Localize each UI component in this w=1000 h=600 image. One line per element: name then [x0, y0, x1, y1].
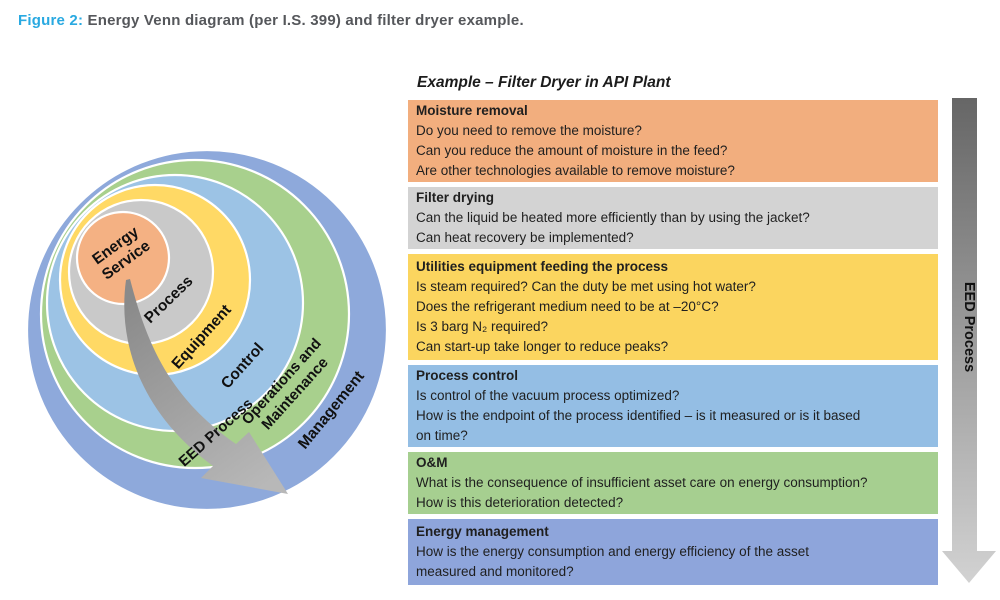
box-line: Can you reduce the amount of moisture in… — [416, 143, 728, 158]
example-question-boxes: Moisture removal Do you need to remove t… — [408, 100, 938, 590]
box-line: measured and monitored? — [416, 564, 574, 579]
box-line: Is steam required? Can the duty be met u… — [416, 279, 756, 294]
eed-process-arrow-shaft — [952, 98, 977, 553]
box-line: Do you need to remove the moisture? — [416, 123, 642, 138]
box-heading: Moisture removal — [416, 103, 528, 118]
box-line: How is this deterioration detected? — [416, 495, 624, 510]
box-filter-drying: Filter drying Can the liquid be heated m… — [408, 187, 938, 249]
energy-venn-diagram: Energy Service Process Equipment Control… — [25, 148, 389, 512]
box-heading: O&M — [416, 455, 448, 470]
box-line: How is the energy consumption and energy… — [416, 544, 809, 559]
eed-process-arrow-label: EED Process — [961, 282, 977, 372]
box-line: Can the liquid be heated more efficientl… — [416, 210, 810, 225]
box-line: Does the refrigerant medium need to be a… — [416, 299, 719, 314]
example-title: Example – Filter Dryer in API Plant — [417, 74, 671, 91]
eed-process-arrow: EED Process — [942, 98, 996, 583]
box-process-control: Process control Is control of the vacuum… — [408, 365, 938, 447]
box-moisture-removal: Moisture removal Do you need to remove t… — [408, 100, 938, 182]
box-energy-management: Energy management How is the energy cons… — [408, 519, 938, 585]
venn-circle-energy-service — [75, 210, 171, 306]
box-line: Can heat recovery be implemented? — [416, 230, 634, 245]
figure-caption-text: Energy Venn diagram (per I.S. 399) and f… — [83, 12, 524, 29]
box-line: Is control of the vacuum process optimiz… — [416, 388, 680, 403]
box-utilities-equipment: Utilities equipment feeding the process … — [408, 254, 938, 360]
box-o-and-m: O&M What is the consequence of insuffici… — [408, 452, 938, 514]
figure-caption: Figure 2: Energy Venn diagram (per I.S. … — [18, 12, 524, 29]
box-heading: Filter drying — [416, 190, 495, 205]
box-line: Are other technologies available to remo… — [416, 163, 735, 178]
box-heading: Utilities equipment feeding the process — [416, 259, 669, 274]
box-line: How is the endpoint of the process ident… — [416, 408, 861, 423]
box-line: What is the consequence of insufficient … — [416, 475, 868, 490]
box-line: on time? — [416, 428, 468, 443]
box-line: Can start-up take longer to reduce peaks… — [416, 339, 669, 354]
box-heading: Energy management — [416, 524, 549, 539]
box-line: Is 3 barg N₂ required? — [416, 319, 549, 334]
eed-process-arrow-head — [942, 551, 996, 583]
venn-eed-curved-arrow — [124, 279, 288, 494]
figure-caption-number: Figure 2: — [18, 12, 84, 29]
box-heading: Process control — [416, 368, 519, 383]
